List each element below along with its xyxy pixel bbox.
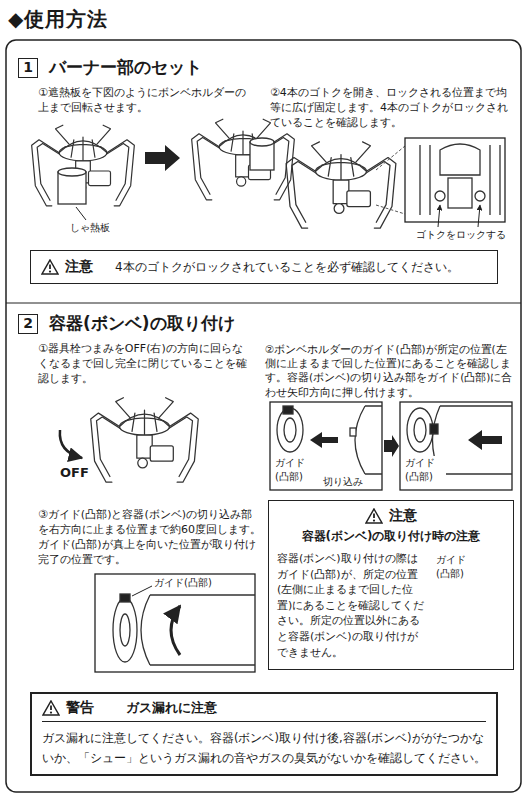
step-text: ①遮熱板を下図のようにボンベホルダーの上まで回転させます。 — [38, 86, 253, 116]
box-heading: 警告 — [66, 699, 94, 717]
box-heading: 注意 — [389, 507, 417, 525]
part-label: ゴトクをロックする — [416, 228, 506, 242]
section2-turn-figure — [95, 574, 255, 672]
box-text: バーナー部のセット — [49, 57, 202, 77]
box-text: 容器(ボンベ)の取り付け時の注意 — [277, 528, 505, 545]
caution-box: 注意 4本のゴトクがロックされていることを必ず確認してください。 — [30, 250, 498, 284]
warning-bar — [50, 706, 52, 711]
warning-icon — [365, 508, 383, 524]
box-text: ガス漏れに注意 — [126, 699, 217, 717]
step-text: ②ボンベホルダーのガイド(凸部)が所定の位置(左側に止まるまで回した位置)にある… — [265, 342, 515, 399]
section-number-box: 2容器(ボンベ)の取り付け — [18, 314, 38, 334]
box-heading: 注意 — [65, 258, 93, 276]
warning-bar — [49, 265, 51, 270]
part-label: ガイド(凸部) — [153, 576, 213, 590]
text-row: 容器(ボンベ)取り付けの際はガイド(凸部)が、所定の位置(左側に止まるまで回した… — [277, 551, 427, 660]
step-text: ②4本のゴトクを開き、ロックされる位置まで均等に広げ固定します。4本のゴトクがロ… — [270, 86, 510, 131]
text-row: ガス漏れに注意してください。容器(ボンベ)取り付け後,容器(ボンベ)ががたつかな… — [42, 727, 486, 766]
text-row: 2 — [19, 315, 37, 332]
section2-stove-figure — [60, 398, 198, 482]
warning-bar — [373, 514, 375, 519]
text-row: 容器(ボンベ)の取り付け時の注意 — [277, 528, 505, 545]
text-row: 注意 — [277, 507, 505, 525]
box-text: 4本のゴトクがロックされていることを必ず確認してください。 — [115, 259, 459, 275]
box-text: ガス漏れに注意してください。容器(ボンベ)取り付け後,容器(ボンベ)ががたつかな… — [42, 731, 486, 765]
outer-panel — [6, 40, 521, 792]
box-text: 容器(ボンベ)の取り付け — [49, 313, 235, 333]
warning-dot — [50, 712, 52, 714]
text-row: 注意 4本のゴトクがロックされていることを必ず確認してください。 — [41, 258, 487, 276]
warning-dot — [373, 520, 375, 522]
part-label: ガイド(凸部) — [436, 553, 478, 580]
warning-icon — [42, 700, 60, 716]
text-row: 容器(ボンベ)の取り付け — [49, 312, 235, 335]
step-text: ③ガイド(凸部)と容器(ボンベ)の切り込み部を右方向に止まる位置まで約60度回し… — [38, 508, 263, 567]
section1-right-figure — [286, 138, 505, 228]
warning-triangle — [366, 509, 382, 523]
part-label: ガイド(凸部) — [404, 456, 446, 483]
page-title: ◆使用方法 — [8, 6, 108, 33]
section-divider — [6, 303, 521, 304]
box-heading: 1 — [23, 59, 33, 75]
part-label: 切り込み — [322, 475, 364, 489]
section-number-box: 1バーナー部のセット — [18, 58, 38, 78]
warning-triangle — [42, 260, 58, 274]
text-row: 警告 ガス漏れに注意 — [42, 699, 486, 722]
warning-icon — [41, 259, 59, 275]
part-label: しゃ熱板 — [70, 221, 110, 235]
warning-triangle — [43, 701, 59, 715]
text-row: 1 — [19, 59, 37, 76]
warning-dot — [49, 271, 51, 273]
text-row: バーナー部のセット — [49, 56, 202, 79]
warning-box: 警告 ガス漏れに注意ガス漏れに注意してください。容器(ボンベ)取り付け後,容器(ボ… — [30, 692, 498, 776]
section2-mount-figure — [270, 402, 512, 490]
caution-box: 注意容器(ボンベ)の取り付け時の注意容器(ボンベ)取り付けの際はガイド(凸部)が… — [268, 500, 514, 670]
part-label: ガイド(凸部) — [274, 456, 316, 483]
direction-label: OFF — [60, 464, 89, 482]
box-heading: 2 — [23, 315, 33, 331]
step-text: ①器具栓つまみをOFF(右)の方向に回らなくなるまで回し完全に閉じていることを確… — [38, 342, 253, 387]
box-text: 容器(ボンベ)取り付けの際はガイド(凸部)が、所定の位置(左側に止まるまで回した… — [277, 552, 424, 659]
section1-left-figure — [32, 119, 295, 220]
